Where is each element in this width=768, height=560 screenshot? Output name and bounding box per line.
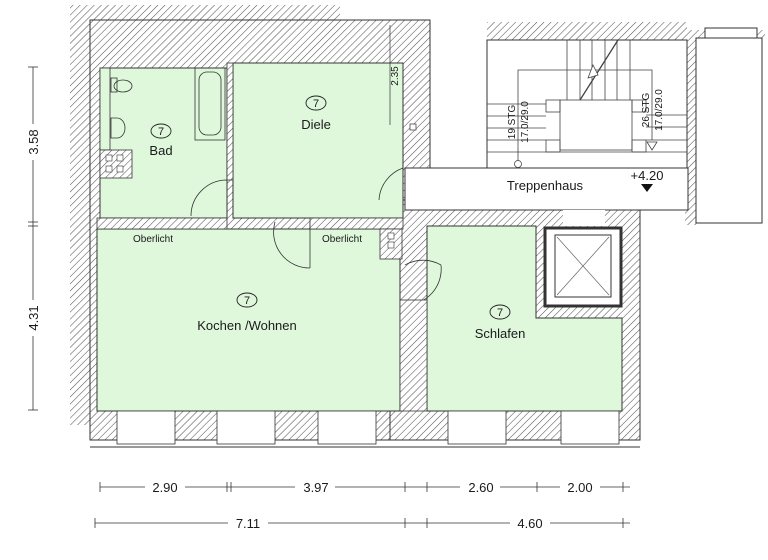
stair-right-ratio: 17.0/29.0 [654,89,665,131]
room-number-diele: 7 [313,98,319,110]
room-number-kochen: 7 [244,295,250,307]
sink-icon [110,117,126,139]
room-number-bad: 7 [158,126,164,138]
room-diele [232,62,404,219]
bathtub-icon [194,67,226,141]
room-labels: 7 Bad 7 Diele 7 Kochen /Wohnen 7 Schlafe… [149,95,584,341]
room-name-kochen: Kochen /Wohnen [197,318,297,333]
door-diele-treppe [378,167,404,201]
room-name-bad: Bad [149,143,172,158]
room-kochen-wohnen [96,228,401,412]
stair-right-count: 26 STG [641,93,652,128]
toilet-icon [113,79,133,93]
dim-total-1: 7.11 [236,516,260,531]
dim-vertical-2: 4.31 [26,305,41,330]
room-bad [99,67,228,219]
dim-bottom-2: 3.97 [303,480,328,495]
room-name-schlafen: Schlafen [475,326,526,341]
level-label: +4.20 [631,168,664,183]
dim-total-2: 4.60 [517,516,542,531]
room-name-diele: Diele [301,117,331,132]
door-bad [190,179,228,217]
stair-left-ratio: 17.0/29.0 [520,101,531,143]
level-marker-icon [641,184,653,192]
door-kochen [273,221,311,269]
dimension-labels: 3.58 4.31 2.90 3.97 2.60 2.00 7.11 4.60 [26,124,600,531]
windows [116,410,620,445]
dim-bottom-4: 2.00 [567,480,592,495]
bathroom-fixtures [99,62,234,181]
oberlicht-left-label: Oberlicht [133,234,173,245]
annotations: Oberlicht Oberlicht 2.35 +4.20 19 STG 17… [133,25,665,245]
room-name-treppenhaus: Treppenhaus [507,178,584,193]
diele-height-label: 2.35 [390,66,401,86]
dim-bottom-3: 2.60 [468,480,493,495]
elevator-shaft [543,210,623,308]
oberlicht-right-label: Oberlicht [322,234,362,245]
room-number-schlafen: 7 [497,307,503,319]
dim-bottom-1: 2.90 [152,480,177,495]
room-treppenhaus [404,167,689,211]
dim-vertical-1: 3.58 [26,129,41,154]
staircase [487,39,687,168]
stair-left-count: 19 STG [507,105,518,140]
